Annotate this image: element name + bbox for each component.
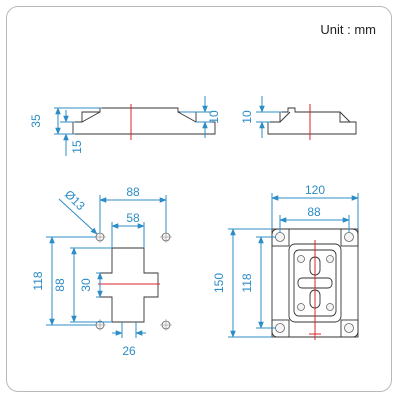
plate-corner-hole (275, 232, 285, 242)
unit-label: Unit : mm (320, 22, 376, 37)
plate-corner-tab (340, 319, 359, 338)
bracket-width-label: 58 (126, 211, 140, 225)
side-left-step-label: 15 (70, 140, 84, 154)
plate-hole-spacing-label: 88 (307, 205, 321, 219)
hole-diameter-label: Ø13 (62, 187, 88, 213)
plate-height-label: 150 (212, 273, 226, 293)
side-view-right: 10 (240, 96, 357, 140)
slot-width-label: 26 (122, 344, 136, 358)
hole-pattern-width-label: 88 (126, 185, 140, 199)
plate-width-label: 120 (305, 183, 325, 197)
hole-pattern-height-label: 118 (31, 271, 45, 290)
hole-diameter-leader (58, 198, 98, 235)
plate-corner-hole (344, 323, 354, 333)
bracket-cross-shape (99, 247, 159, 323)
side-view-left: 35 15 10 (29, 96, 221, 156)
arm-height-label: 30 (79, 278, 93, 292)
plate-corner-hole (275, 323, 285, 333)
mounting-hole (94, 319, 106, 331)
mounting-plate-view: 120 88 150 118 (212, 183, 359, 340)
side-right-lip-label: 10 (240, 110, 254, 124)
plate-hole-height-label: 118 (240, 273, 254, 292)
mounting-hole (160, 319, 172, 331)
side-left-height-label: 35 (29, 114, 43, 128)
hole-pattern-view: Ø13 88 58 118 88 30 26 (31, 185, 172, 358)
bracket-height-label: 88 (53, 278, 67, 292)
side-left-lip-label: 10 (207, 110, 221, 124)
plate-corner-hole (344, 232, 354, 242)
